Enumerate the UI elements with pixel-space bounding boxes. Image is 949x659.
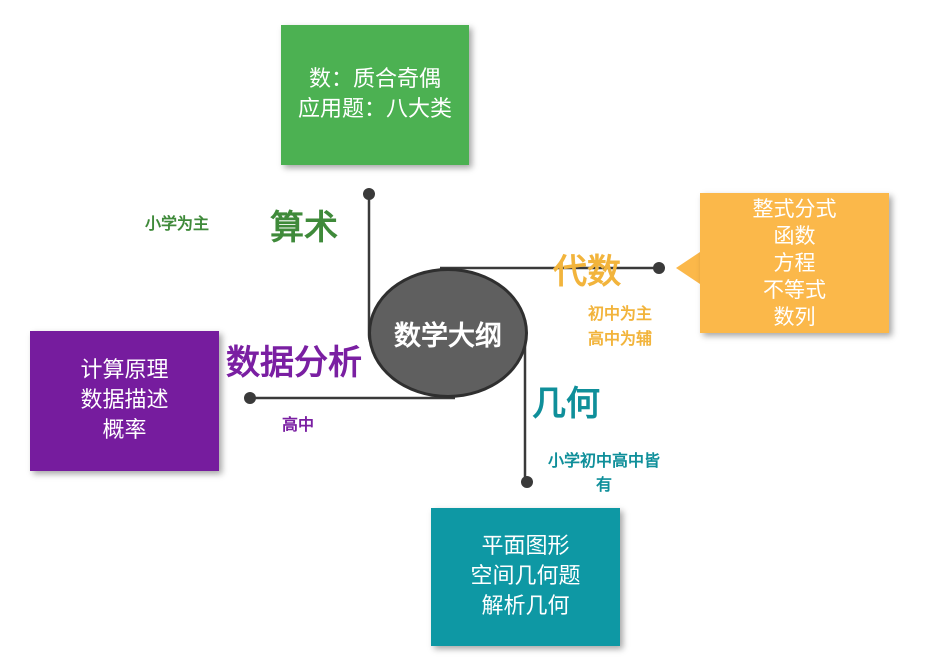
algebra-box-line: 整式分式 bbox=[752, 196, 837, 221]
center-node: 数学大纲 bbox=[368, 268, 528, 398]
data-analysis-note: 高中 bbox=[282, 415, 315, 434]
connector-dot-algebra bbox=[653, 262, 665, 274]
geometry-box-line: 空间几何题 bbox=[470, 564, 581, 589]
arithmetic-box-line: 应用题：八大类 bbox=[297, 97, 452, 122]
geometry-box-line: 解析几何 bbox=[481, 594, 570, 619]
arithmetic-title: 算术 bbox=[270, 208, 338, 248]
data-analysis-box-line: 数据描述 bbox=[80, 388, 169, 413]
center-label: 数学大纲 bbox=[394, 320, 502, 352]
algebra-box-line: 数列 bbox=[773, 304, 816, 329]
geometry-note: 小学初中高中皆 有 bbox=[530, 449, 678, 497]
geometry-note-line: 有 bbox=[595, 475, 612, 494]
data-analysis-box: 计算原理 数据描述 概率 bbox=[30, 331, 219, 471]
geometry-note-line: 小学初中高中皆 bbox=[547, 451, 660, 470]
algebra-box-pointer bbox=[676, 252, 700, 284]
connector-dot-geometry bbox=[521, 476, 533, 488]
arithmetic-note: 小学为主 bbox=[145, 214, 210, 233]
algebra-note-line: 高中为辅 bbox=[588, 329, 653, 348]
connector-dot-data-analysis bbox=[244, 392, 256, 404]
algebra-box-line: 函数 bbox=[773, 223, 816, 248]
data-analysis-title: 数据分析 bbox=[226, 343, 362, 383]
algebra-box: 整式分式 函数 方程 不等式 数列 bbox=[700, 193, 889, 333]
geometry-box: 平面图形 空间几何题 解析几何 bbox=[431, 508, 620, 646]
arithmetic-box: 数：质合奇偶 应用题：八大类 bbox=[281, 25, 469, 165]
arithmetic-box-line: 数：质合奇偶 bbox=[308, 67, 441, 92]
algebra-box-line: 方程 bbox=[773, 250, 816, 275]
connector-dot-arithmetic bbox=[363, 188, 375, 200]
algebra-title: 代数 bbox=[553, 252, 621, 292]
algebra-box-line: 不等式 bbox=[763, 277, 826, 302]
geometry-title: 几何 bbox=[532, 384, 600, 424]
geometry-box-line: 平面图形 bbox=[481, 534, 570, 559]
data-analysis-box-line: 计算原理 bbox=[80, 358, 169, 383]
algebra-note-line: 初中为主 bbox=[588, 304, 653, 323]
algebra-note: 初中为主 高中为辅 bbox=[588, 301, 652, 351]
data-analysis-box-line: 概率 bbox=[102, 418, 147, 443]
